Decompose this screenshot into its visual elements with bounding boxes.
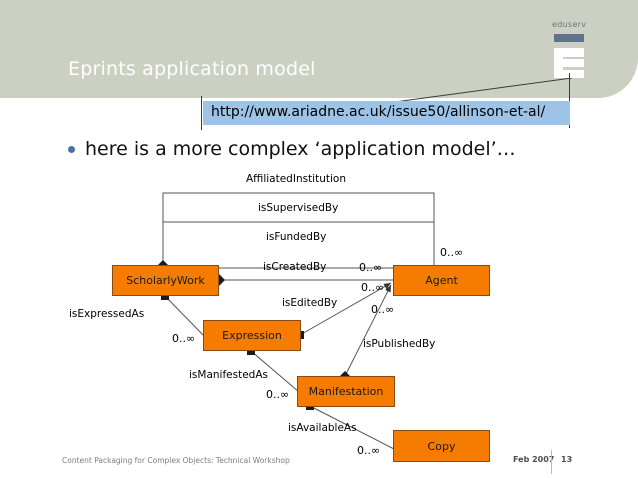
footer-page-number: 13 [561, 455, 573, 464]
url-leader-line [380, 78, 572, 104]
url-bracket-left [201, 96, 202, 130]
bullet-dot-icon [68, 145, 75, 153]
cardinality-ismanifestedas: 0..∞ [266, 388, 290, 401]
node-label: Expression [222, 329, 282, 342]
node-scholarlywork[interactable]: ScholarlyWork [112, 265, 219, 296]
logo-wordmark: eduserv [552, 20, 587, 29]
relation-label-ispublishedby: isPublishedBy [363, 338, 436, 350]
relation-label-iscreatedby: isCreatedBy [263, 261, 327, 273]
relation-label-issupervisedby: isSupervisedBy [258, 202, 339, 214]
url-text: http://www.ariadne.ac.uk/issue50/allinso… [211, 104, 546, 120]
cardinality-iscreatedby: 0..∞ [359, 261, 383, 274]
square-manifested [247, 347, 255, 355]
node-manifestation[interactable]: Manifestation [297, 376, 395, 407]
node-label: Manifestation [308, 385, 384, 398]
footer-divider [551, 450, 552, 474]
relation-label-affiliatedinstitution: AffiliatedInstitution [246, 173, 346, 185]
relation-label-isfundedby: isFundedBy [266, 231, 327, 243]
bullet-text: here is a more complex ‘application mode… [85, 138, 516, 160]
eduserv-logo: eduserv [552, 20, 598, 90]
header-band [0, 0, 638, 98]
cardinality-isexpressedas: 0..∞ [172, 332, 196, 345]
cardinality-isavailableas: 0..∞ [357, 444, 381, 457]
logo-e-icon [554, 48, 584, 78]
cardinality-iseditedby: 0..∞ [361, 281, 385, 294]
square-expressed [161, 292, 169, 300]
relation-label-isavailableas: isAvailableAs [288, 422, 357, 434]
url-leader-tick [569, 73, 570, 89]
node-label: ScholarlyWork [126, 274, 205, 287]
cardinality-affiliatedinstitution: 0..∞ [440, 246, 464, 259]
node-label: Agent [425, 274, 458, 287]
url-highlight[interactable]: http://www.ariadne.ac.uk/issue50/allinso… [203, 101, 570, 125]
bullet-list-item: here is a more complex ‘application mode… [68, 138, 516, 160]
relation-label-iseditedby: isEditedBy [282, 297, 338, 309]
cardinality-ispublishedby: 0..∞ [371, 303, 395, 316]
node-copy[interactable]: Copy [393, 430, 490, 462]
relation-label-isexpressedas: isExpressedAs [69, 308, 145, 320]
relation-label-ismanifestedas: isManifestedAs [189, 369, 268, 381]
node-agent[interactable]: Agent [393, 265, 490, 296]
footer-date: Feb 2007 [513, 455, 555, 464]
node-label: Copy [427, 439, 456, 453]
footer-title: Content Packaging for Complex Objects: T… [62, 456, 290, 465]
node-expression[interactable]: Expression [203, 320, 301, 351]
page-title: Eprints application model [68, 58, 316, 80]
logo-bar-icon [554, 34, 584, 42]
